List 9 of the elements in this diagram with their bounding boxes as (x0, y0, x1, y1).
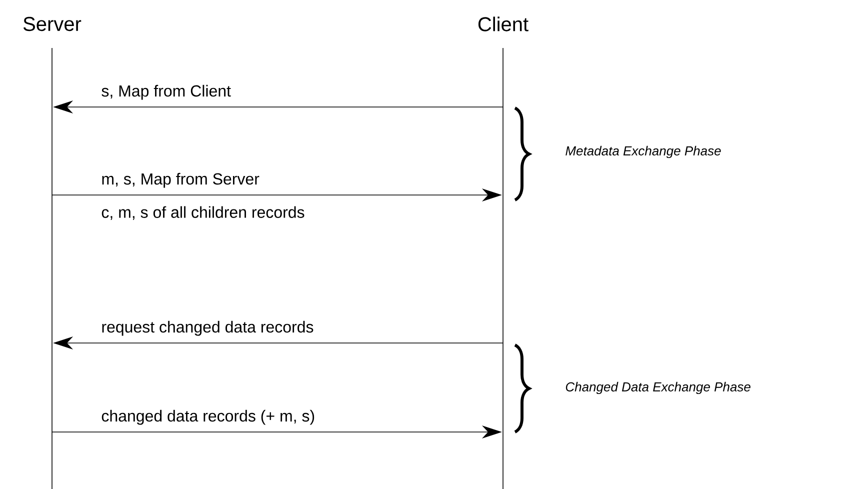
message-label: c, m, s of all children records (102, 206, 304, 220)
message-label: request changed data records (102, 320, 314, 336)
message-label: s, Map from Client (102, 84, 231, 100)
participant-lifeline: Client (478, 16, 528, 489)
message-label: m, s, Map from Server (102, 172, 260, 188)
phase-label: Changed Data Exchange Phase (566, 382, 750, 394)
message-label: changed data records (+ m, s) (102, 410, 314, 425)
participant-lifeline: Server (23, 16, 82, 489)
phase-label: Metadata Exchange Phase (566, 146, 721, 158)
